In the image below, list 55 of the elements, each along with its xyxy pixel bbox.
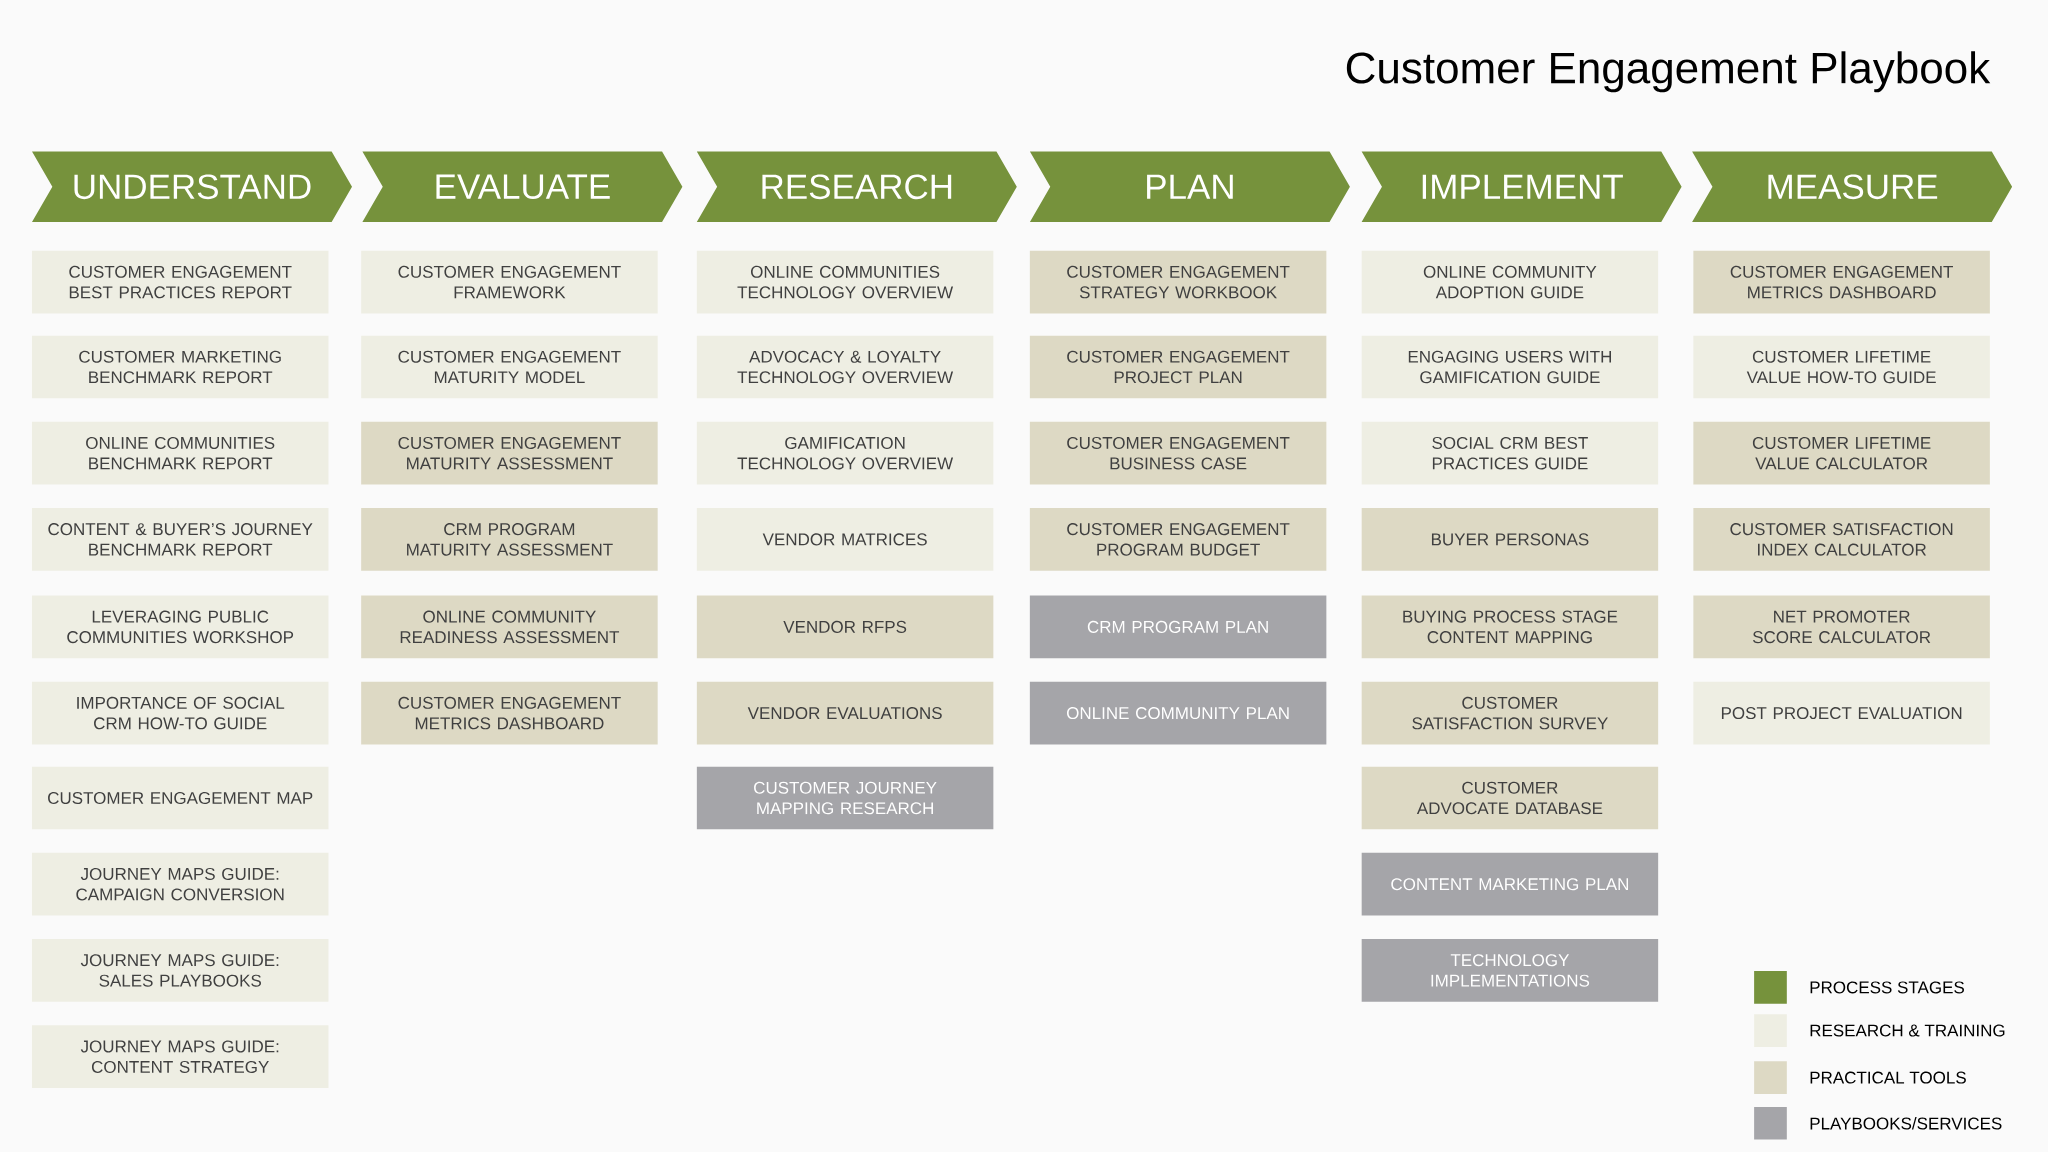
resource-box: ONLINE COMMUNITY PLAN — [1029, 681, 1327, 745]
resource-box: JOURNEY MAPS GUIDE: SALES PLAYBOOKS — [31, 939, 329, 1002]
resource-box: BUYING PROCESS STAGE CONTENT MAPPING — [1361, 595, 1659, 659]
resource-box: JOURNEY MAPS GUIDE: CAMPAIGN CONVERSION — [31, 852, 329, 916]
stage-banner: EVALUATE — [362, 151, 683, 223]
resource-box: VENDOR MATRICES — [696, 508, 994, 571]
resource-box: CRM PROGRAM PLAN — [1029, 595, 1327, 659]
title: Customer Engagement Playbook — [1346, 51, 1991, 93]
resource-box: JOURNEY MAPS GUIDE: CONTENT STRATEGY — [31, 1025, 329, 1089]
resource-box: POST PROJECT EVALUATION — [1693, 681, 1990, 745]
legend-label: PRACTICAL TOOLS — [1810, 1071, 1966, 1084]
resource-box: CUSTOMER MARKETING BENCHMARK REPORT — [31, 335, 329, 399]
resource-box: BUYER PERSONAS — [1361, 508, 1659, 571]
stage-banner: RESEARCH — [696, 151, 1017, 223]
resource-box: GAMIFICATION TECHNOLOGY OVERVIEW — [696, 421, 994, 485]
resource-box: CUSTOMER ENGAGEMENT FRAMEWORK — [361, 250, 658, 314]
resource-box: CUSTOMER SATISFACTION INDEX CALCULATOR — [1693, 508, 1990, 571]
resource-box: CUSTOMER ENGAGEMENT STRATEGY WORKBOOK — [1029, 250, 1327, 314]
resource-box: TECHNOLOGY IMPLEMENTATIONS — [1361, 939, 1659, 1002]
resource-box: ENGAGING USERS WITH GAMIFICATION GUIDE — [1361, 335, 1659, 399]
legend-label: PLAYBOOKS/SERVICES — [1810, 1117, 2002, 1130]
stage-banner: MEASURE — [1692, 151, 2013, 223]
resource-box: CONTENT MARKETING PLAN — [1361, 852, 1659, 916]
resource-box: VENDOR EVALUATIONS — [696, 681, 994, 745]
stage-banner: PLAN — [1029, 151, 1350, 223]
resource-box: CUSTOMER ENGAGEMENT BUSINESS CASE — [1029, 421, 1327, 485]
resource-box: CUSTOMER ENGAGEMENT METRICS DASHBOARD — [361, 681, 658, 745]
resource-box: CUSTOMER ENGAGEMENT PROGRAM BUDGET — [1029, 508, 1327, 571]
resource-box: CONTENT & BUYER’S JOURNEY BENCHMARK REPORT — [31, 508, 329, 571]
resource-box: CUSTOMER ENGAGEMENT MATURITY MODEL — [361, 335, 658, 399]
stage-banner: UNDERSTAND — [32, 151, 352, 223]
resource-box: CUSTOMER ENGAGEMENT PROJECT PLAN — [1029, 335, 1327, 399]
resource-box: ONLINE COMMUNITIES TECHNOLOGY OVERVIEW — [696, 250, 994, 314]
stage-banner: IMPLEMENT — [1361, 151, 1682, 223]
resource-box: CUSTOMER ENGAGEMENT MATURITY ASSESSMENT — [361, 421, 658, 485]
resource-box: ONLINE COMMUNITIES BENCHMARK REPORT — [31, 421, 329, 485]
resource-box: SOCIAL CRM BEST PRACTICES GUIDE — [1361, 421, 1659, 485]
resource-box: CUSTOMER ENGAGEMENT MAP — [31, 766, 329, 830]
resource-box: NET PROMOTER SCORE CALCULATOR — [1693, 595, 1990, 659]
resource-box: CRM PROGRAM MATURITY ASSESSMENT — [361, 508, 658, 571]
resource-box: IMPORTANCE OF SOCIAL CRM HOW-TO GUIDE — [31, 681, 329, 745]
resource-box: CUSTOMER SATISFACTION SURVEY — [1361, 681, 1659, 745]
legend-label: PROCESS STAGES — [1810, 981, 1964, 994]
resource-box: CUSTOMER ENGAGEMENT METRICS DASHBOARD — [1693, 250, 1990, 314]
resource-box: CUSTOMER ENGAGEMENT BEST PRACTICES REPORT — [31, 250, 329, 314]
legend-label: RESEARCH & TRAINING — [1810, 1024, 2005, 1037]
resource-box: ADVOCACY & LOYALTY TECHNOLOGY OVERVIEW — [696, 335, 994, 399]
resource-box: CUSTOMER LIFETIME VALUE HOW-TO GUIDE — [1693, 335, 1990, 399]
resource-box: CUSTOMER ADVOCATE DATABASE — [1361, 766, 1659, 830]
resource-box: CUSTOMER JOURNEY MAPPING RESEARCH — [696, 766, 994, 830]
resource-box: LEVERAGING PUBLIC COMMUNITIES WORKSHOP — [31, 595, 329, 659]
resource-box: ONLINE COMMUNITY ADOPTION GUIDE — [1361, 250, 1659, 314]
resource-box: ONLINE COMMUNITY READINESS ASSESSMENT — [361, 595, 658, 659]
resource-box: VENDOR RFPS — [696, 595, 994, 659]
resource-box: CUSTOMER LIFETIME VALUE CALCULATOR — [1693, 421, 1990, 485]
